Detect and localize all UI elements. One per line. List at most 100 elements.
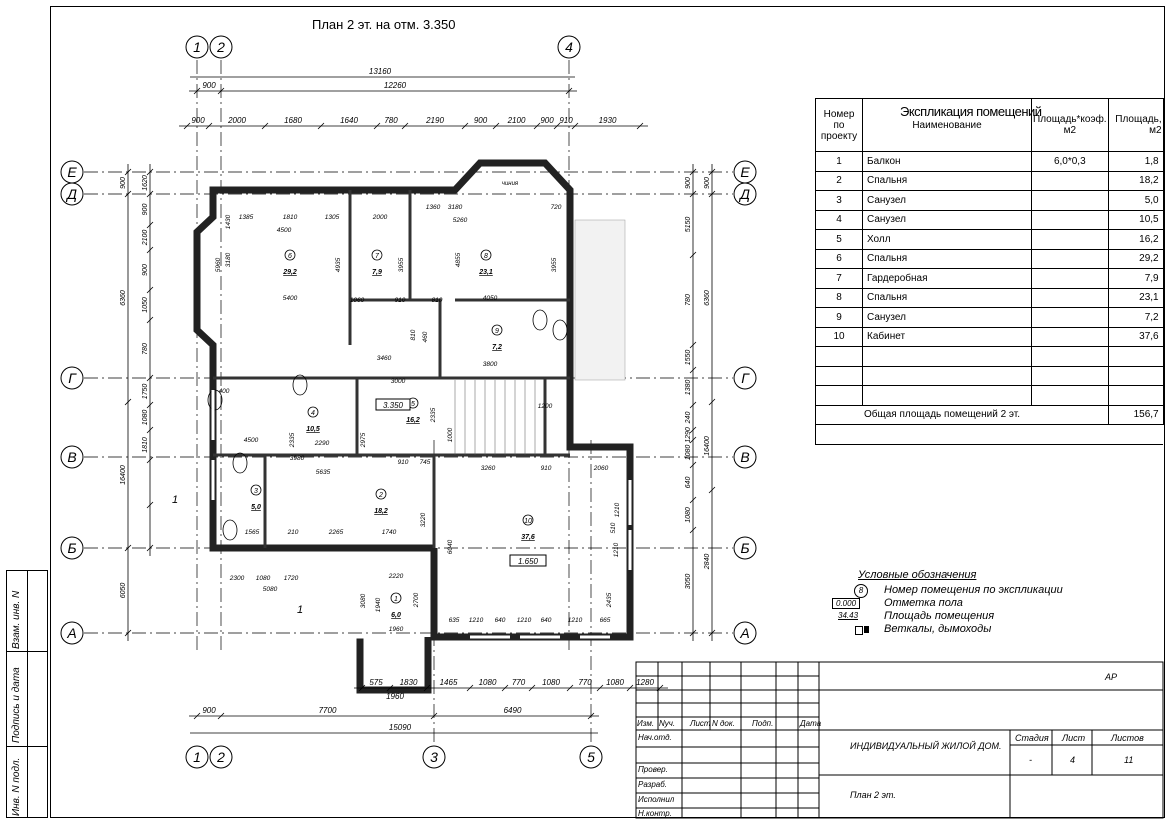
table-cell: Санузел (862, 190, 1032, 211)
dimension-tick (124, 190, 132, 198)
axis-bubble (185, 745, 209, 769)
stage-value: - (1029, 755, 1032, 765)
dimension-tick (689, 168, 697, 176)
dimension-label: 4855 (455, 252, 462, 267)
dimension-label: 3260 (481, 465, 496, 472)
dimension-tick (146, 246, 154, 254)
title-block-col-header: Лист (690, 719, 711, 728)
dimension-tick (124, 168, 132, 176)
dimension-label: 2975 (360, 432, 367, 448)
chimney-label: чиния (502, 181, 519, 187)
dimension-label: 510 (610, 522, 617, 533)
dimension-label: 1940 (375, 597, 382, 612)
dimension-label: 900 (142, 264, 149, 276)
col-header: Номер по проекту (815, 98, 863, 152)
table-cell (1031, 248, 1109, 269)
axis-bubble (579, 745, 603, 769)
chimney-icon (864, 626, 869, 633)
dimension-label: 6360 (120, 290, 127, 306)
axis-label: Е (67, 164, 77, 180)
dimension-tick (708, 398, 716, 406)
dimension-label: 900 (540, 116, 554, 125)
legend-item: Площадь помещения (884, 610, 995, 622)
dimension-label: 910 (398, 459, 409, 466)
dimension-label: 2840 (704, 554, 711, 571)
table-cell: 7 (815, 268, 863, 289)
table-cell: 37,6 (1107, 326, 1164, 347)
dimension-label: 2190 (425, 116, 444, 125)
balcony-wall (356, 637, 432, 694)
dimension-label: 910 (395, 297, 406, 304)
dimension-label: 16400 (704, 436, 711, 456)
dimension-tick (501, 684, 509, 692)
dimension-label: 1080 (685, 507, 692, 523)
dimension-tick (565, 87, 573, 95)
exterior-wall (193, 159, 634, 641)
section-mark: 1 (172, 494, 178, 506)
table-cell: 7,2 (1107, 307, 1164, 328)
dimension-label: 2335 (289, 432, 296, 448)
dimension-label: 1740 (382, 529, 397, 536)
dimension-label: 900 (202, 81, 216, 90)
dimension-tick (146, 316, 154, 324)
col-header: Наименование (862, 98, 1032, 152)
dimension-tick (205, 122, 213, 130)
dimension-label: 210 (287, 529, 299, 536)
room-area: 18,2 (374, 508, 388, 515)
dimension-label: 640 (495, 617, 506, 624)
table-cell: Спальня (862, 248, 1032, 269)
dimension-tick (492, 122, 500, 130)
room-number-marker (284, 249, 296, 261)
dimension-label: 1280 (636, 678, 654, 687)
dimension-tick (708, 168, 716, 176)
dimension-label: 7700 (319, 706, 337, 715)
dimension-label: 640 (541, 617, 552, 624)
dimension-label: 900 (474, 116, 488, 125)
dimension-label: 5080 (263, 586, 278, 593)
table-cell: Кабинет (862, 326, 1032, 347)
axis-bubble (185, 35, 209, 59)
dimension-label: 4500 (277, 227, 292, 234)
dimension-tick (571, 122, 579, 130)
table-cell: 18,2 (1107, 170, 1164, 191)
dimension-label: 5260 (453, 217, 468, 224)
dimension-label: 1640 (340, 116, 358, 125)
table-cell (1031, 365, 1109, 386)
dimension-tick (689, 426, 697, 434)
axis-bubble (733, 182, 757, 206)
room-number-marker (307, 406, 319, 418)
title-block-col-header: Nуч. (659, 719, 676, 728)
dimension-tick (146, 501, 154, 509)
axis-label: Б (67, 540, 76, 556)
dimension-tick (689, 190, 697, 198)
dimension-label: 2700 (413, 592, 420, 608)
dimension-label: 1060 (350, 297, 365, 304)
table-cell (1031, 287, 1109, 308)
dimension-tick (553, 122, 561, 130)
table-header-row: Номер по проекту Наименование Площадь*ко… (815, 98, 1164, 152)
legend-elevation-symbol: 0.000 (832, 598, 861, 609)
room-area: 16,2 (406, 417, 420, 424)
vent-channel-icon (855, 626, 863, 635)
room-number: 4 (311, 410, 315, 417)
plumbing-fixture (232, 452, 248, 474)
table-cell: 10,5 (1107, 209, 1164, 230)
dimension-label: 6360 (704, 290, 711, 306)
dimension-label: 1210 (614, 502, 621, 517)
dimension-label: 780 (384, 116, 398, 125)
room-number: 6 (288, 253, 292, 260)
axis-label: В (740, 449, 749, 465)
axis-label: 4 (565, 39, 573, 55)
legend-area-symbol: 34.43 (838, 611, 859, 620)
dimension-label: 1080 (685, 445, 692, 461)
dimension-label: 1305 (325, 214, 340, 221)
dimension-tick (146, 544, 154, 552)
axis-label: 1 (193, 39, 201, 55)
dimension-label: 1720 (284, 575, 299, 582)
plumbing-fixture (532, 309, 548, 331)
dimension-label: 12260 (384, 81, 407, 90)
dimension-tick (146, 374, 154, 382)
legend-item: Номер помещения по экспликации (884, 584, 1063, 596)
